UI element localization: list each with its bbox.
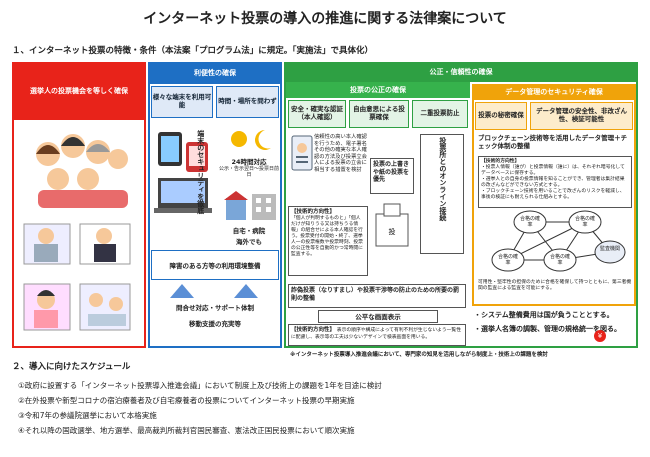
schedule-item: ①政府に設置する「インターネット投票導入推進会議」において制度上及び技術上の課題… <box>18 381 382 390</box>
blockchain-title: ブロックチェーン技術等を活用したデータ管理＋チェック体制の整備 <box>478 134 628 151</box>
auth-tech-box: 【技術的方向性】 「個人が判明するものと」「個人だけが知りうる又は持ちうる情報」… <box>288 206 368 276</box>
green-header: 公正・信頼性の確保 <box>284 62 638 82</box>
ballot-box-icon: 投 <box>375 203 409 247</box>
page-title: インターネット投票の導入の推進に関する法律案について <box>143 11 507 27</box>
devices-icon <box>154 132 212 213</box>
bullet-item: ・システム整備費用は国が負うこととする。 <box>474 311 614 319</box>
node-1-label: 合格の確率 <box>519 216 540 228</box>
section1-heading: １、インターネット投票の特徴・条件（本法案「プログラム法」に規定。「実施法」で具… <box>12 46 373 56</box>
display-tech-text: 表示の順序や構成によって有利不利が生じないよう一覧性に配慮し、表示等の工夫は少な… <box>291 328 462 340</box>
green-subheader: 投票の公正の確保 <box>286 82 470 98</box>
node-5-label: 監査機関 <box>599 246 620 252</box>
orange-sub-integrity: データ管理の安全性、非改ざん性、検証可能性 <box>530 102 633 130</box>
svg-text:投: 投 <box>389 227 396 236</box>
orange-header: データ管理のセキュリティ確保 <box>472 84 636 100</box>
green-sub-double: 二重投票防止 <box>412 100 468 128</box>
footnote: ※インターネット投票導入推進会議において、専門家の知見を活用しながら制度上・技術… <box>290 352 548 358</box>
hours-note: 公示・告示翌日〜投票日前日 <box>218 166 279 179</box>
node-1 <box>513 210 547 234</box>
schedule-item: ②在外投票や新型コロナの宿泊療養者及び自宅療養者の投票についてインターネット投票… <box>18 396 355 405</box>
yen-icon: ¥ <box>594 330 606 342</box>
hours-label: 24時間対応 <box>231 158 267 166</box>
node-4-label: 合格の確率 <box>549 254 570 266</box>
elderly-icon <box>23 223 131 265</box>
online-connection-box: 投票所とのオンライン接続 <box>420 134 464 254</box>
people-illustration <box>23 134 131 331</box>
online-connection-label: 投票所とのオンライン接続 <box>438 137 447 221</box>
fair-display-label: 公平な画面表示 <box>318 310 438 323</box>
node-4 <box>543 248 577 272</box>
verifiability-text: 可用性・堅牢性の担保のために合格を確保して持つとともに、第三者機関の監査による監… <box>478 280 632 291</box>
blue-sub-devices: 様々な端末を利用可能 <box>151 86 213 118</box>
patient-icon <box>23 283 131 331</box>
green-sub-auth: 安全・確実な認証（本人確認） <box>288 100 346 128</box>
network-diagram <box>491 210 626 272</box>
penalty-box: 詐偽投票（なりすまし）や投票干渉等の防止のための所要の罰則の整備 <box>288 284 466 308</box>
arrow-up-icon <box>170 284 194 298</box>
orange-tech-line: ・投票人情報（誰が）と投票情報（誰に）は、それぞれ暗号化してデータベースに保存す… <box>481 164 625 176</box>
section2-heading: ２、導入に向けたスケジュール <box>12 362 131 372</box>
arrow-up-icon <box>234 284 258 298</box>
orange-sub-secrecy: 投票の秘密確保 <box>475 102 527 130</box>
schedule-item: ④それ以降の国政選挙、地方選挙、最高裁判所裁判官国民審査、憲法改正国民投票におい… <box>18 426 355 435</box>
node-2-label: 合格の確率 <box>574 216 595 228</box>
id-card-icon <box>291 135 313 171</box>
node-2 <box>568 210 602 234</box>
node-3 <box>491 248 525 272</box>
blue-sub-anytime: 時間・場所を問わず <box>216 86 279 118</box>
mobility-label: 移動支援の充実等 <box>189 320 241 328</box>
display-tech-label: 【技術的方向性】 <box>291 327 336 333</box>
green-sub-freewill: 自由意思による投票確保 <box>349 100 409 128</box>
home-hospital-label: 自宅・病院 <box>232 227 266 235</box>
orange-tech-box: 【技術的方向性】 ・投票人情報（誰が）と投票情報（誰に）は、それぞれ暗号化してデ… <box>478 156 632 208</box>
freewill-box: 投票の上書きや紙の投票を優先 <box>370 158 414 194</box>
building-icon <box>224 191 276 220</box>
support-label: 問合せ対応・サポート体制 <box>176 304 254 312</box>
family-icon <box>36 134 128 208</box>
node-3-label: 合格の確率 <box>497 254 518 266</box>
red-header: 選挙人の投票機会を等しく確保 <box>12 62 146 120</box>
node-5 <box>594 240 626 264</box>
orange-tech-line: ・ブロックチェーン技術を用いることで改ざんのリスクを軽減し、事後の検証にも耐えら… <box>481 188 625 200</box>
orange-tech-line: ・選挙人との自身の投票情報を知ることができ、管理者は集計結果の改ざんなどができな… <box>481 176 625 188</box>
terminal-security-text: 端末のセキュリティを徹底 <box>196 130 205 214</box>
blue-header: 利便性の確保 <box>148 62 282 84</box>
schedule-item: ③令和7年の参議院選挙において本格実施 <box>18 411 157 420</box>
auth-description: 信頼性の高い本人確認を行うため、電子署名その他の確実な本人確認の方法及び投票立会… <box>314 134 367 174</box>
bullet-item: ・選挙人名簿の調製、管理の規格統一を図る。 <box>474 325 621 333</box>
abroad-label: 海外でも <box>236 238 262 246</box>
sun-moon-icon <box>231 130 271 150</box>
display-tech-box: 【技術的方向性】 表示の順序や構成によって有利不利が生じないよう一覧性に配慮し、… <box>288 324 466 346</box>
auth-tech-text: 「個人が判明するものと」「個人だけが知りうる又は持ちうる情報」の組合せによる本人… <box>291 215 363 257</box>
orange-tech-label: 【技術的方向性】 <box>481 159 520 164</box>
accessibility-box: 障害のある方等の利用環境整備 <box>151 250 279 280</box>
auth-tech-label: 【技術的方向性】 <box>291 209 336 215</box>
